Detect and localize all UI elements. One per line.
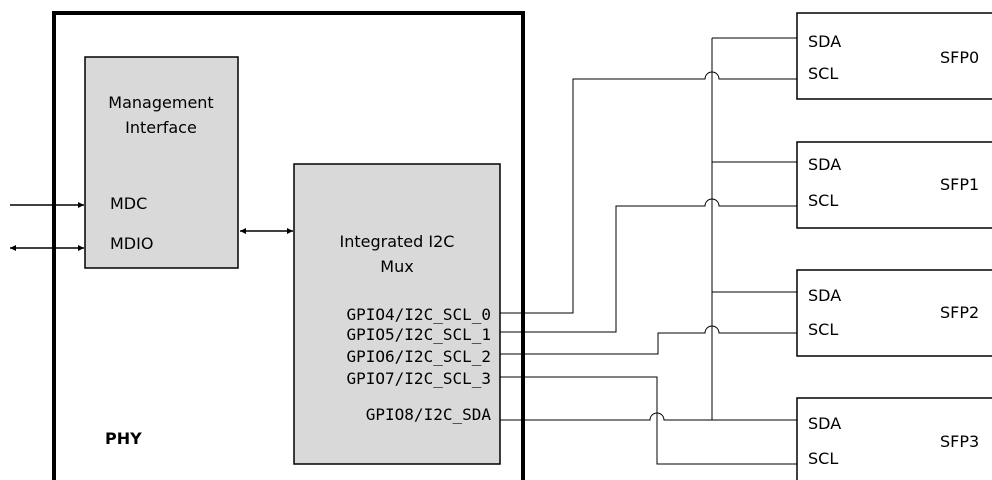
gpio6-pin-label: GPIO6/I2C_SCL_2 [347,347,492,366]
sfp1-module: SDA SCL SFP1 [796,141,992,229]
sda-bus [500,37,797,421]
sfp1-name: SFP1 [940,175,979,194]
gpio5-pin-label: GPIO5/I2C_SCL_1 [347,325,492,344]
management-interface-block: Management Interface MDC MDIO [84,56,239,269]
scl3-line [500,376,797,465]
sfp2-sda-label: SDA [808,286,841,305]
sfp0-sda-label: SDA [808,32,841,51]
phy-label: PHY [105,429,142,448]
sfp0-module: SDA SCL SFP0 [796,12,992,100]
sfp1-sda-label: SDA [808,155,841,174]
sfp0-scl-label: SCL [808,64,838,83]
sfp3-sda-label: SDA [808,414,841,433]
sfp2-box [796,269,992,357]
sfp3-module: SDA SCL SFP3 [796,397,992,480]
sfp3-scl-label: SCL [808,449,838,468]
sfp1-scl-label: SCL [808,191,838,210]
mux-title-line2: Mux [380,257,413,276]
sfp2-name: SFP2 [940,303,979,322]
management-title-line1: Management [108,93,213,112]
sfp1-box [796,141,992,229]
gpio4-pin-label: GPIO4/I2C_SCL_0 [347,305,492,324]
sfp3-name: SFP3 [940,432,979,451]
sfp0-name: SFP0 [940,48,979,67]
scl0-line [500,71,797,314]
sfp3-box [796,397,992,480]
mdio-label: MDIO [110,234,153,253]
scl1-line [500,198,797,333]
sfp2-scl-label: SCL [808,320,838,339]
mdc-label: MDC [110,194,147,213]
sda-bus-feed-from-gpio8 [500,412,712,421]
management-interface-box [84,56,239,269]
scl2-line [500,325,797,355]
management-title-line2: Interface [125,118,197,137]
gpio7-pin-label: GPIO7/I2C_SCL_3 [347,369,492,388]
i2c-mux-box [293,163,501,465]
mux-title-line1: Integrated I2C [340,232,455,251]
i2c-mux-block: Integrated I2C Mux GPIO4/I2C_SCL_0 GPIO5… [293,163,501,465]
gpio8-pin-label: GPIO8/I2C_SDA [366,405,492,424]
sfp2-module: SDA SCL SFP2 [796,269,992,357]
sfp0-box [796,12,992,100]
